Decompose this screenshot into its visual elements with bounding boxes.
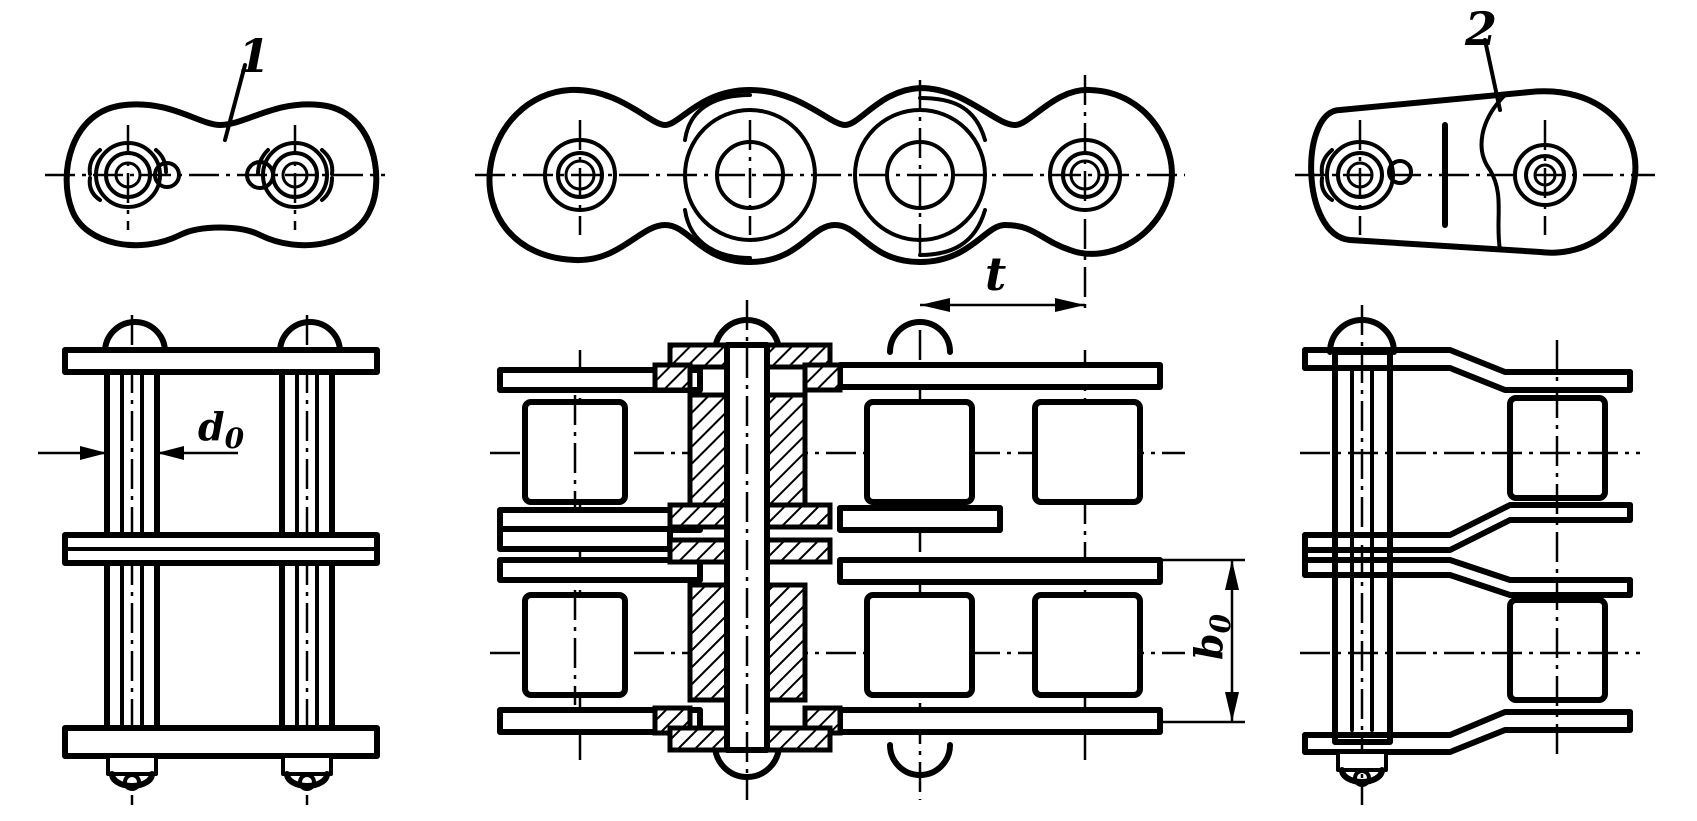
chain-pin-4 bbox=[1048, 138, 1122, 212]
chain-pin-2 bbox=[683, 108, 817, 242]
chain-pin-3 bbox=[853, 108, 987, 242]
chain-plan-view: b0 bbox=[490, 300, 1245, 800]
offset-pin-left bbox=[1319, 120, 1413, 235]
pin-head-right bbox=[245, 125, 335, 230]
pin-head-left bbox=[87, 125, 181, 230]
chain-pin-1 bbox=[543, 138, 617, 212]
offset-link-side-view: 2 bbox=[1295, 2, 1655, 256]
chain-side-view: t bbox=[475, 75, 1185, 315]
part-1-label: 1 bbox=[238, 29, 270, 83]
sectioned-pin-assembly bbox=[652, 300, 843, 800]
offset-link-plan-view bbox=[1300, 305, 1640, 805]
row-spacing-label: b0 bbox=[1186, 613, 1237, 660]
pin-diameter-dimension: d0 bbox=[38, 404, 245, 460]
connecting-link-side-view: 1 bbox=[45, 29, 385, 249]
offset-pin-right bbox=[1513, 120, 1577, 235]
part-2-label: 2 bbox=[1464, 2, 1497, 56]
pitch-dimension: t bbox=[920, 247, 1085, 312]
pitch-label: t bbox=[985, 247, 1006, 301]
pin-diameter-label: d0 bbox=[198, 404, 245, 455]
row-spacing-dimension: b0 bbox=[1160, 558, 1245, 724]
connecting-link-plan-view: d0 bbox=[38, 315, 380, 805]
